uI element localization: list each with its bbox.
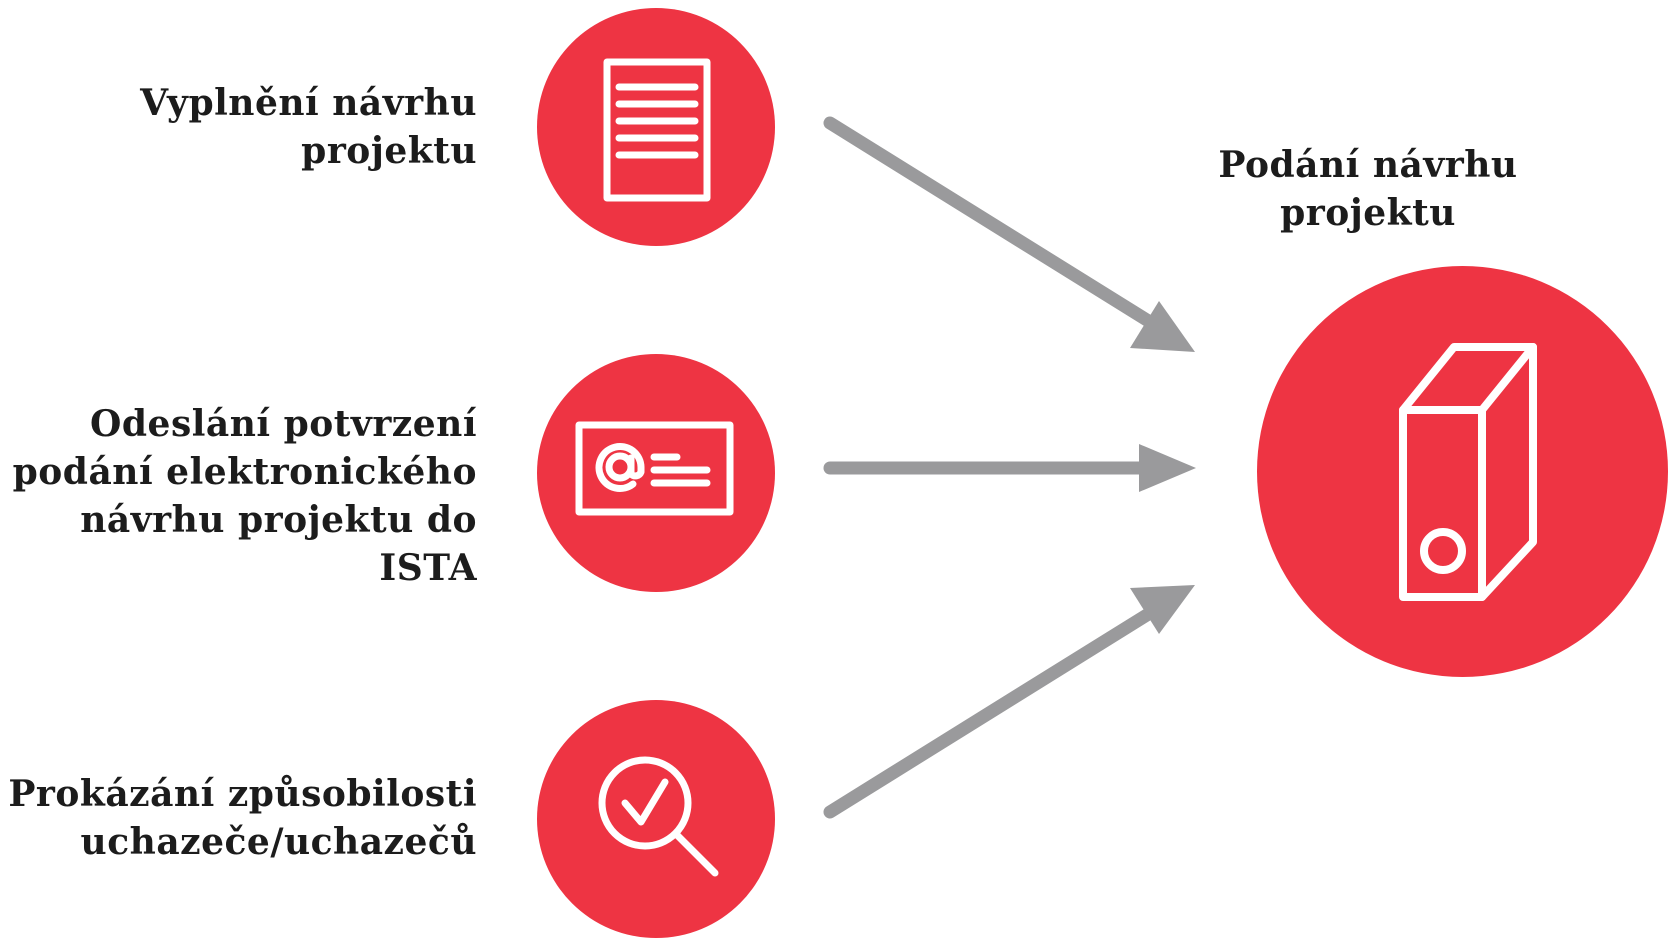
step-2-circle: [537, 354, 775, 592]
step-1-label: Vyplnění návrhu projektu: [140, 82, 477, 172]
binder-icon: [1399, 343, 1537, 601]
step-3-label: Prokázání způsobilosti uchazeče/uchazečů: [8, 773, 477, 863]
arrowhead-step-2: [1139, 444, 1196, 492]
email-card-icon: [575, 421, 734, 516]
arrowhead-step-3: [1130, 585, 1195, 634]
arrow-step-1: [823, 116, 1157, 329]
target-circle: [1257, 266, 1668, 677]
step-3-circle: [537, 700, 775, 938]
arrow-step-3: [823, 606, 1157, 819]
target-label: Podání návrhu projektu: [1218, 144, 1518, 234]
document-icon: [603, 58, 711, 202]
step-2-label: Odeslání potvrzení podání elektronického…: [12, 403, 477, 589]
step-1-circle: [537, 8, 775, 246]
magnifier-check-icon: [598, 756, 719, 877]
arrowhead-step-1: [1130, 301, 1195, 352]
